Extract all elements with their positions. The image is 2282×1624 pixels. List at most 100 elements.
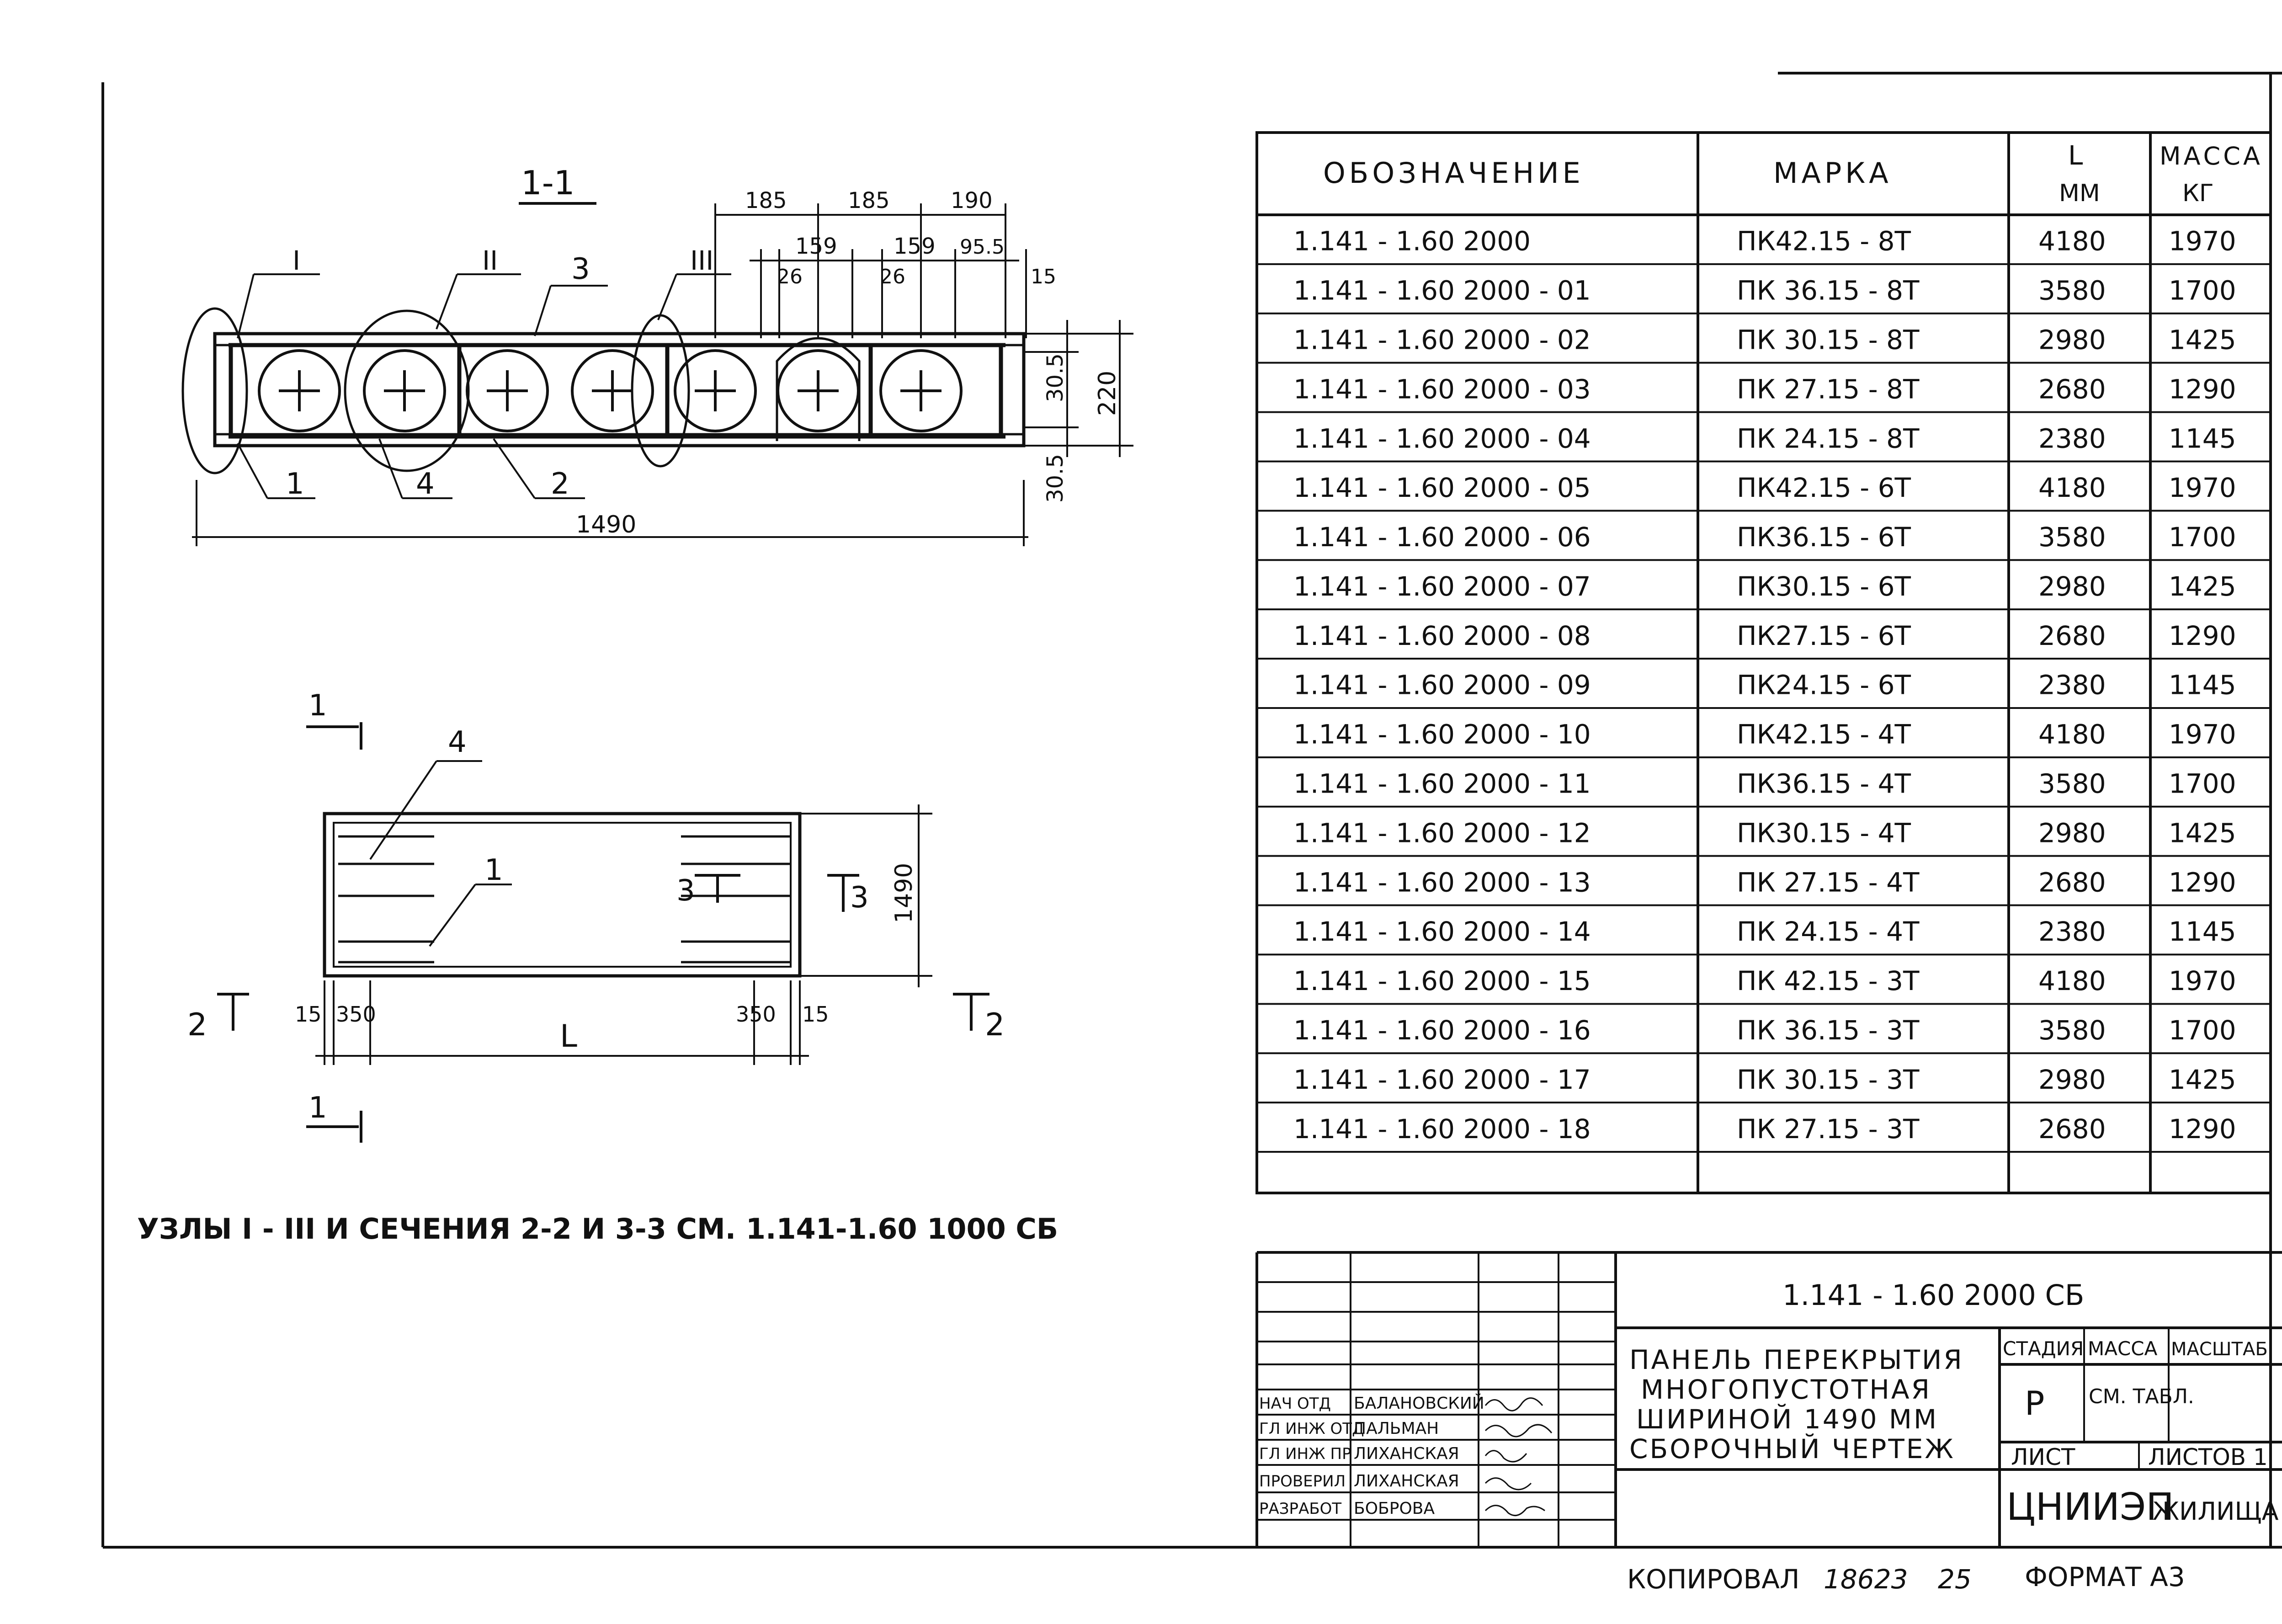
section-mark-3-left: 3 — [676, 874, 695, 908]
dim-second-3: 95.5 — [960, 235, 1005, 259]
mark-cell: ПК 27.15 - 3Т — [1737, 1113, 1920, 1145]
mark-cell: ПК 24.15 - 8Т — [1737, 423, 1920, 454]
plan-length-label: L — [560, 1018, 577, 1054]
length-cell: 4180 — [2038, 226, 2106, 257]
footer-format: ФОРМАТ А3 — [2025, 1561, 2185, 1592]
position-label-3: 3 — [571, 252, 590, 286]
length-cell: 2380 — [2038, 670, 2106, 701]
mark-cell: ПК42.15 - 8Т — [1737, 226, 1911, 257]
panel-section-outline — [213, 332, 1026, 447]
designation-cell: 1.141 - 1.60 2000 - 15 — [1293, 965, 1591, 996]
dim-width: 1490 — [576, 511, 636, 538]
mass-cell: 1970 — [2169, 719, 2236, 750]
organization: ЦНИИЭП — [2006, 1486, 2174, 1529]
position-label-1: 1 — [286, 467, 304, 501]
staff-row: ПРОВЕРИЛ ЛИХАНСКАЯ — [1259, 1472, 1459, 1491]
designation-cell: 1.141 - 1.60 2000 - 16 — [1293, 1015, 1591, 1046]
length-cell: 4180 — [2038, 472, 2106, 503]
header-length-unit: ММ — [2059, 180, 2100, 207]
dim-top-2: 185 — [848, 188, 890, 213]
section-mark-1-top: 1 — [309, 689, 327, 723]
mass-cell: 1970 — [2169, 472, 2236, 503]
sheet-frame — [101, 72, 2282, 1549]
length-cell: 4180 — [2038, 965, 2106, 996]
length-cell: 3580 — [2038, 275, 2106, 306]
dim-small-2: 26 — [880, 265, 905, 288]
dim-small-1: 26 — [777, 265, 803, 288]
mass-value: СМ. ТАБЛ. — [2089, 1385, 2194, 1408]
mark-cell: ПК 36.15 - 8Т — [1737, 275, 1920, 306]
designation-cell: 1.141 - 1.60 2000 - 12 — [1293, 817, 1591, 848]
mark-cell: ПК24.15 - 6Т — [1737, 670, 1911, 701]
section-mark-2-left: 2 — [187, 1007, 207, 1043]
signatures — [1484, 1397, 1553, 1517]
reinforcement-bars — [229, 343, 1005, 439]
length-cell: 4180 — [2038, 719, 2106, 750]
length-cell: 2980 — [2038, 571, 2106, 602]
designation-cell: 1.141 - 1.60 2000 - 03 — [1293, 373, 1591, 405]
staff-name: ЛИХАНСКАЯ — [1354, 1444, 1459, 1463]
mass-cell: 1425 — [2169, 324, 2236, 355]
mass-cell: 1425 — [2169, 817, 2236, 848]
mark-cell: ПК 27.15 - 4Т — [1737, 867, 1920, 898]
position-label-4: 4 — [416, 467, 435, 501]
mass-cell: 1700 — [2169, 522, 2236, 553]
dim-second-1: 159 — [795, 234, 837, 259]
dim-right-3: 30.5 — [1043, 454, 1068, 503]
mark-cell: ПК27.15 - 6Т — [1737, 620, 1911, 651]
section-mark-2-right: 2 — [985, 1007, 1005, 1043]
dim-small-3: 15 — [1031, 265, 1056, 288]
header-designation: ОБОЗНАЧЕНИЕ — [1323, 156, 1584, 190]
staff-role: ГЛ ИНЖ ПР — [1259, 1445, 1351, 1463]
title-line-4: СБОРОЧНЫЙ ЧЕРТЕЖ — [1629, 1433, 1955, 1464]
staff-name: ЛИХАНСКАЯ — [1354, 1472, 1459, 1491]
table-row: 1.141 - 1.60 2000 ПК42.15 - 8Т 4180 1970 — [1293, 226, 2236, 257]
length-cell: 3580 — [2038, 1015, 2106, 1046]
designation-cell: 1.141 - 1.60 2000 — [1293, 226, 1531, 257]
mass-cell: 1970 — [2169, 226, 2236, 257]
designation-cell: 1.141 - 1.60 2000 - 10 — [1293, 719, 1591, 750]
plan-dim-left-15: 15 — [295, 1002, 322, 1027]
dim-top-3: 190 — [951, 188, 993, 213]
staff-name: БАЛАНОВСКИЙ — [1354, 1394, 1484, 1413]
position-label-2: 2 — [551, 467, 569, 501]
designation-cell: 1.141 - 1.60 2000 - 14 — [1293, 916, 1591, 947]
designation-cell: 1.141 - 1.60 2000 - 01 — [1293, 275, 1591, 306]
dim-right-2: 220 — [1094, 371, 1121, 416]
organization-suffix: ЖИЛИЩА — [2153, 1497, 2279, 1526]
mark-cell: ПК36.15 - 4Т — [1737, 768, 1911, 799]
mark-cell: ПК30.15 - 4Т — [1737, 817, 1911, 848]
header-mass: МАССА — [2160, 142, 2263, 170]
length-cell: 2680 — [2038, 1113, 2106, 1145]
section-mark-1-bottom: 1 — [309, 1091, 327, 1125]
mark-cell: ПК 27.15 - 8Т — [1737, 373, 1920, 405]
staff-name: БОБРОВА — [1354, 1499, 1435, 1518]
plan-view: 4 1 1 1 2 2 3 3 — [187, 689, 1005, 1143]
staff-role: НАЧ ОТД — [1259, 1395, 1331, 1413]
designation-cell: 1.141 - 1.60 2000 - 08 — [1293, 620, 1591, 651]
dim-second-2: 159 — [894, 234, 936, 259]
designation-cell: 1.141 - 1.60 2000 - 06 — [1293, 522, 1591, 553]
dim-top-1: 185 — [745, 188, 787, 213]
node-label-ii: II — [482, 245, 498, 276]
staff-row: НАЧ ОТД БАЛАНОВСКИЙ — [1259, 1394, 1484, 1413]
spec-table: ОБОЗНАЧЕНИЕ МАРКА L ММ МАССА КГ 1.141 - … — [1255, 131, 2272, 1194]
mark-cell: ПК42.15 - 6Т — [1737, 472, 1911, 503]
designation-cell: 1.141 - 1.60 2000 - 02 — [1293, 324, 1591, 355]
staff-role: ПРОВЕРИЛ — [1259, 1472, 1346, 1491]
designation-cell: 1.141 - 1.60 2000 - 17 — [1293, 1064, 1591, 1095]
mass-cell: 1290 — [2169, 1113, 2236, 1145]
